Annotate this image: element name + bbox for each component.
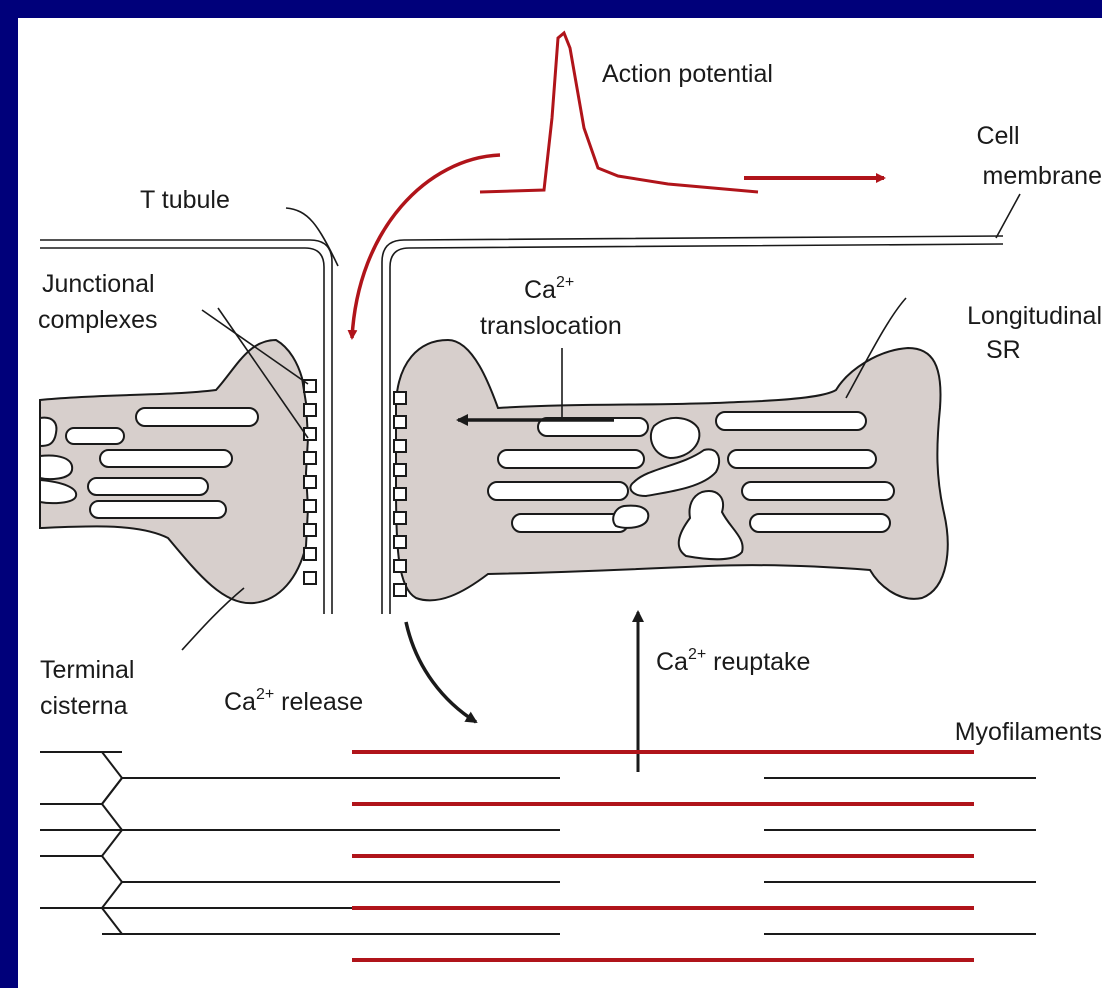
sr-pore — [512, 514, 628, 532]
ca-charge: 2+ — [556, 274, 574, 291]
action-potential-trace — [480, 33, 758, 192]
label-ca-release: Ca2+ release — [224, 686, 363, 716]
ca-charge: 2+ — [256, 686, 274, 703]
sr-pore — [100, 450, 232, 467]
label-terminal-2: cisterna — [40, 692, 128, 720]
ca-text: Ca — [224, 688, 256, 716]
sr-pore — [66, 428, 124, 444]
label-translocation: translocation — [480, 312, 622, 340]
label-ca-reuptake: Ca2+ reuptake — [656, 646, 810, 676]
label-longitudinal-1: Longitudinal — [967, 302, 1102, 330]
sr-pore — [136, 408, 258, 426]
label-junctional-2: complexes — [38, 306, 158, 334]
junctional-complexes-right — [394, 392, 406, 596]
label-junctional-1: Junctional — [42, 270, 155, 298]
label-cell-membrane-1: Cell — [976, 122, 1019, 150]
sr-pore — [742, 482, 894, 500]
sr-pore — [728, 450, 876, 468]
diagram-panel: Action potential Cell membrane T tubule … — [18, 18, 1102, 988]
sr-pore — [488, 482, 628, 500]
t-tubule-leader — [286, 208, 338, 266]
sr-pore — [716, 412, 866, 430]
sr-pore — [90, 501, 226, 518]
cell-membrane-leader — [996, 194, 1020, 238]
label-action-potential: Action potential — [602, 60, 773, 88]
ap-into-t-tubule-arrow — [352, 155, 500, 338]
release-text: release — [274, 688, 363, 716]
label-longitudinal-2: SR — [986, 336, 1021, 364]
ca-charge: 2+ — [688, 646, 706, 663]
thick-filaments — [352, 752, 974, 960]
sr-pore — [40, 456, 72, 480]
sr-pore — [88, 478, 208, 495]
label-myofilaments: Myofilaments — [955, 718, 1102, 746]
ca-text: Ca — [524, 276, 556, 304]
label-ca-translocation: Ca2+ — [524, 274, 574, 304]
ca-text: Ca — [656, 648, 688, 676]
junctional-complexes-left — [304, 380, 316, 584]
release-arrow — [406, 622, 476, 722]
label-cell-membrane-2: membrane — [983, 162, 1102, 190]
label-terminal-1: Terminal — [40, 656, 134, 684]
sr-pore — [613, 506, 648, 528]
ec-coupling-diagram: Action potential Cell membrane T tubule … — [18, 18, 1102, 988]
sr-pore — [498, 450, 644, 468]
sr-pore — [750, 514, 890, 532]
reuptake-text: reuptake — [706, 648, 810, 676]
label-t-tubule: T tubule — [140, 186, 230, 214]
